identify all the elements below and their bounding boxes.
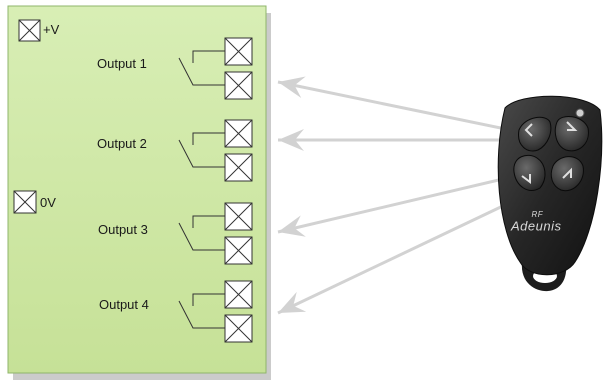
relay-terminal-4-upper xyxy=(224,280,253,309)
relay-terminal-2-upper xyxy=(224,119,253,148)
signal-arrow-3 xyxy=(277,173,521,237)
relay-output-2 xyxy=(178,119,253,182)
relay-switch-4 xyxy=(178,293,225,329)
relay-output-3 xyxy=(178,202,253,265)
relay-terminal-3-upper xyxy=(224,202,253,231)
relay-output-1 xyxy=(178,37,253,100)
terminal-ground xyxy=(13,190,37,214)
output-1-label: Output 1 xyxy=(97,56,147,71)
remote-button-3[interactable] xyxy=(513,154,546,191)
output-2-label: Output 2 xyxy=(97,136,147,151)
output-4-label: Output 4 xyxy=(99,297,149,312)
relay-output-4 xyxy=(178,280,253,343)
relay-terminal-3-lower xyxy=(224,236,253,265)
remote-button-1[interactable] xyxy=(518,116,552,152)
relay-terminal-2-lower xyxy=(224,153,253,182)
output-3-label: Output 3 xyxy=(98,222,148,237)
remote-brand-logo: AdeunisRF xyxy=(511,210,562,234)
relay-terminal-1-lower xyxy=(224,71,253,100)
relay-switch-1 xyxy=(178,50,225,86)
relay-terminal-4-lower xyxy=(224,314,253,343)
relay-terminal-1-upper xyxy=(224,37,253,66)
signal-arrow-1 xyxy=(277,76,521,134)
positive-terminal-label: +V xyxy=(43,22,60,37)
remote-button-2[interactable] xyxy=(554,116,589,152)
control-board xyxy=(7,5,267,374)
relay-switch-2 xyxy=(178,132,225,168)
remote-control xyxy=(497,95,603,292)
remote-led xyxy=(575,108,585,118)
terminal-positive xyxy=(18,19,41,42)
relay-switch-3 xyxy=(178,215,225,251)
ground-terminal-label: 0V xyxy=(40,195,56,210)
